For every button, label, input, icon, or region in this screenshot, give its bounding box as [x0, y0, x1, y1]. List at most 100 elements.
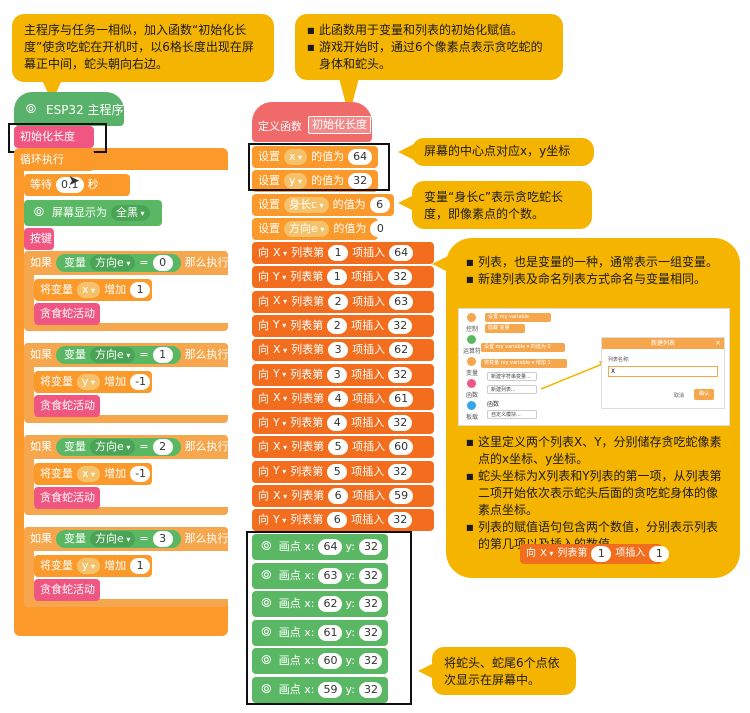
list-insert-block[interactable]: 向 Y 列表第 4 项插入 32	[252, 412, 434, 435]
point-x-input[interactable]: 59	[318, 681, 342, 698]
close-icon[interactable]: ×	[715, 339, 721, 347]
list-dropdown[interactable]: X	[273, 436, 287, 459]
new-list-button[interactable]: 新建列表...	[487, 385, 537, 394]
var-dropdown[interactable]: y	[284, 173, 308, 189]
loop-header[interactable]: 循环执行	[14, 149, 94, 171]
if-header[interactable]: 如果 变量 方向e = 0 那么执行	[24, 251, 229, 275]
key-block[interactable]: 按键	[24, 228, 54, 250]
list-insert-block[interactable]: 向 X 列表第 2 项插入 63	[252, 290, 434, 313]
example-index[interactable]: 1	[591, 546, 612, 562]
index-input[interactable]: 4	[327, 415, 348, 432]
index-input[interactable]: 6	[328, 488, 349, 504]
point-y-input[interactable]: 32	[358, 681, 382, 698]
ok-button[interactable]: 确认	[694, 389, 714, 400]
var-dropdown[interactable]: x	[77, 282, 101, 298]
var-dropdown[interactable]: x	[77, 466, 101, 482]
wait-block[interactable]: 等待 0.1 秒	[24, 174, 130, 196]
change-var-block[interactable]: 将变量 x 增加 -1	[34, 463, 152, 485]
list-insert-block[interactable]: 向 Y 列表第 5 项插入 32	[252, 460, 434, 483]
screen-fill-block[interactable]: ⦾ 屏幕显示为 全黑	[24, 200, 162, 226]
screen-color-dropdown[interactable]: 全黑	[111, 205, 150, 221]
wait-input[interactable]: 0.1	[56, 177, 84, 193]
change-var-block[interactable]: 将变量 y 增加 1	[34, 555, 152, 577]
direction-var-dropdown[interactable]: 方向e	[90, 347, 136, 363]
point-x-input[interactable]: 60	[318, 653, 342, 669]
insert-value-input[interactable]: 32	[388, 512, 413, 529]
list-dropdown[interactable]: Y	[273, 266, 286, 289]
point-y-input[interactable]: 32	[358, 653, 382, 669]
point-y-input[interactable]: 32	[358, 596, 382, 612]
list-insert-block[interactable]: 向 X 列表第 4 项插入 61	[252, 387, 434, 410]
var-dropdown[interactable]: y	[77, 374, 101, 390]
insert-value-input[interactable]: 59	[389, 488, 414, 504]
var-dropdown[interactable]: y	[77, 558, 101, 574]
point-x-input[interactable]: 63	[318, 567, 342, 584]
var-dropdown[interactable]: 方向e	[284, 221, 330, 237]
index-input[interactable]: 2	[327, 317, 348, 334]
list-dropdown[interactable]: X	[273, 485, 287, 508]
draw-point-block[interactable]: ⦾ 画点 x: 61 y: 32	[252, 619, 388, 646]
cancel-button[interactable]: 取消	[674, 393, 685, 399]
insert-value-input[interactable]: 62	[389, 342, 414, 359]
insert-value-input[interactable]: 60	[389, 439, 414, 456]
call-snake-move[interactable]: 贪食蛇活动	[34, 579, 100, 601]
point-y-input[interactable]: 32	[358, 539, 382, 555]
direction-var-dropdown[interactable]: 方向e	[90, 255, 136, 271]
value-input[interactable]: 64	[348, 149, 372, 165]
set-var-block[interactable]: 设置 身长c 的值为 6	[252, 194, 394, 216]
list-dropdown[interactable]: X	[273, 339, 287, 362]
list-name-input[interactable]: X	[608, 366, 718, 377]
example-value[interactable]: 1	[649, 546, 670, 562]
condition-value[interactable]: 1	[152, 347, 173, 363]
main-hat-block[interactable]: ⦾ ESP32 主程序	[14, 92, 124, 126]
increment-input[interactable]: -1	[130, 466, 151, 482]
index-input[interactable]: 5	[327, 463, 348, 480]
insert-value-input[interactable]: 63	[389, 293, 414, 310]
set-var-block[interactable]: 设置 x 的值为 64	[252, 146, 378, 168]
insert-value-input[interactable]: 32	[388, 317, 413, 334]
point-x-input[interactable]: 62	[318, 596, 342, 612]
index-input[interactable]: 3	[327, 366, 348, 383]
index-input[interactable]: 3	[328, 342, 349, 359]
condition-value[interactable]: 3	[152, 531, 173, 547]
insert-value-input[interactable]: 32	[388, 366, 413, 383]
call-init-length[interactable]: 初始化长度	[14, 126, 94, 148]
increment-input[interactable]: 1	[130, 558, 151, 574]
value-input[interactable]: 32	[348, 173, 372, 189]
list-dropdown[interactable]: Y	[273, 314, 286, 337]
index-input[interactable]: 1	[327, 269, 348, 286]
list-dropdown[interactable]: X	[273, 290, 287, 313]
list-insert-block[interactable]: 向 Y 列表第 6 项插入 32	[252, 509, 434, 532]
condition-block[interactable]: 变量 方向e = 0	[56, 254, 181, 272]
index-input[interactable]: 4	[328, 390, 349, 407]
insert-value-input[interactable]: 32	[388, 415, 413, 432]
draw-point-block[interactable]: ⦾ 画点 x: 63 y: 32	[252, 562, 388, 589]
condition-block[interactable]: 变量 方向e = 3	[56, 530, 181, 548]
if-header[interactable]: 如果 变量 方向e = 3 那么执行	[24, 527, 229, 551]
list-dropdown[interactable]: Y	[273, 460, 286, 483]
index-input[interactable]: 1	[328, 245, 349, 261]
insert-value-input[interactable]: 32	[388, 463, 413, 480]
list-insert-block[interactable]: 向 X 列表第 5 项插入 60	[252, 436, 434, 459]
direction-var-dropdown[interactable]: 方向e	[90, 439, 136, 455]
condition-block[interactable]: 变量 方向e = 2	[56, 438, 181, 456]
draw-point-block[interactable]: ⦾ 画点 x: 60 y: 32	[252, 648, 388, 674]
list-dropdown[interactable]: Y	[273, 363, 286, 386]
condition-value[interactable]: 0	[152, 255, 173, 271]
set-var-block[interactable]: 设置 y 的值为 32	[252, 170, 378, 192]
point-y-input[interactable]: 32	[358, 624, 382, 641]
list-dropdown[interactable]: X	[273, 242, 287, 265]
direction-var-dropdown[interactable]: 方向e	[90, 531, 136, 547]
call-snake-move[interactable]: 贪食蛇活动	[34, 303, 100, 325]
custom-module-button[interactable]: 自定义模块...	[487, 410, 537, 419]
draw-point-block[interactable]: ⦾ 画点 x: 62 y: 32	[252, 591, 388, 617]
list-dropdown[interactable]: X	[273, 387, 287, 410]
index-input[interactable]: 5	[328, 439, 349, 456]
var-dropdown[interactable]: 身长c	[284, 197, 329, 213]
if-header[interactable]: 如果 变量 方向e = 2 那么执行	[24, 435, 229, 459]
condition-value[interactable]: 2	[152, 439, 173, 455]
insert-value-input[interactable]: 64	[389, 245, 414, 261]
draw-point-block[interactable]: ⦾ 画点 x: 64 y: 32	[252, 534, 388, 560]
index-input[interactable]: 6	[327, 512, 348, 529]
value-input[interactable]: 0	[370, 221, 391, 237]
